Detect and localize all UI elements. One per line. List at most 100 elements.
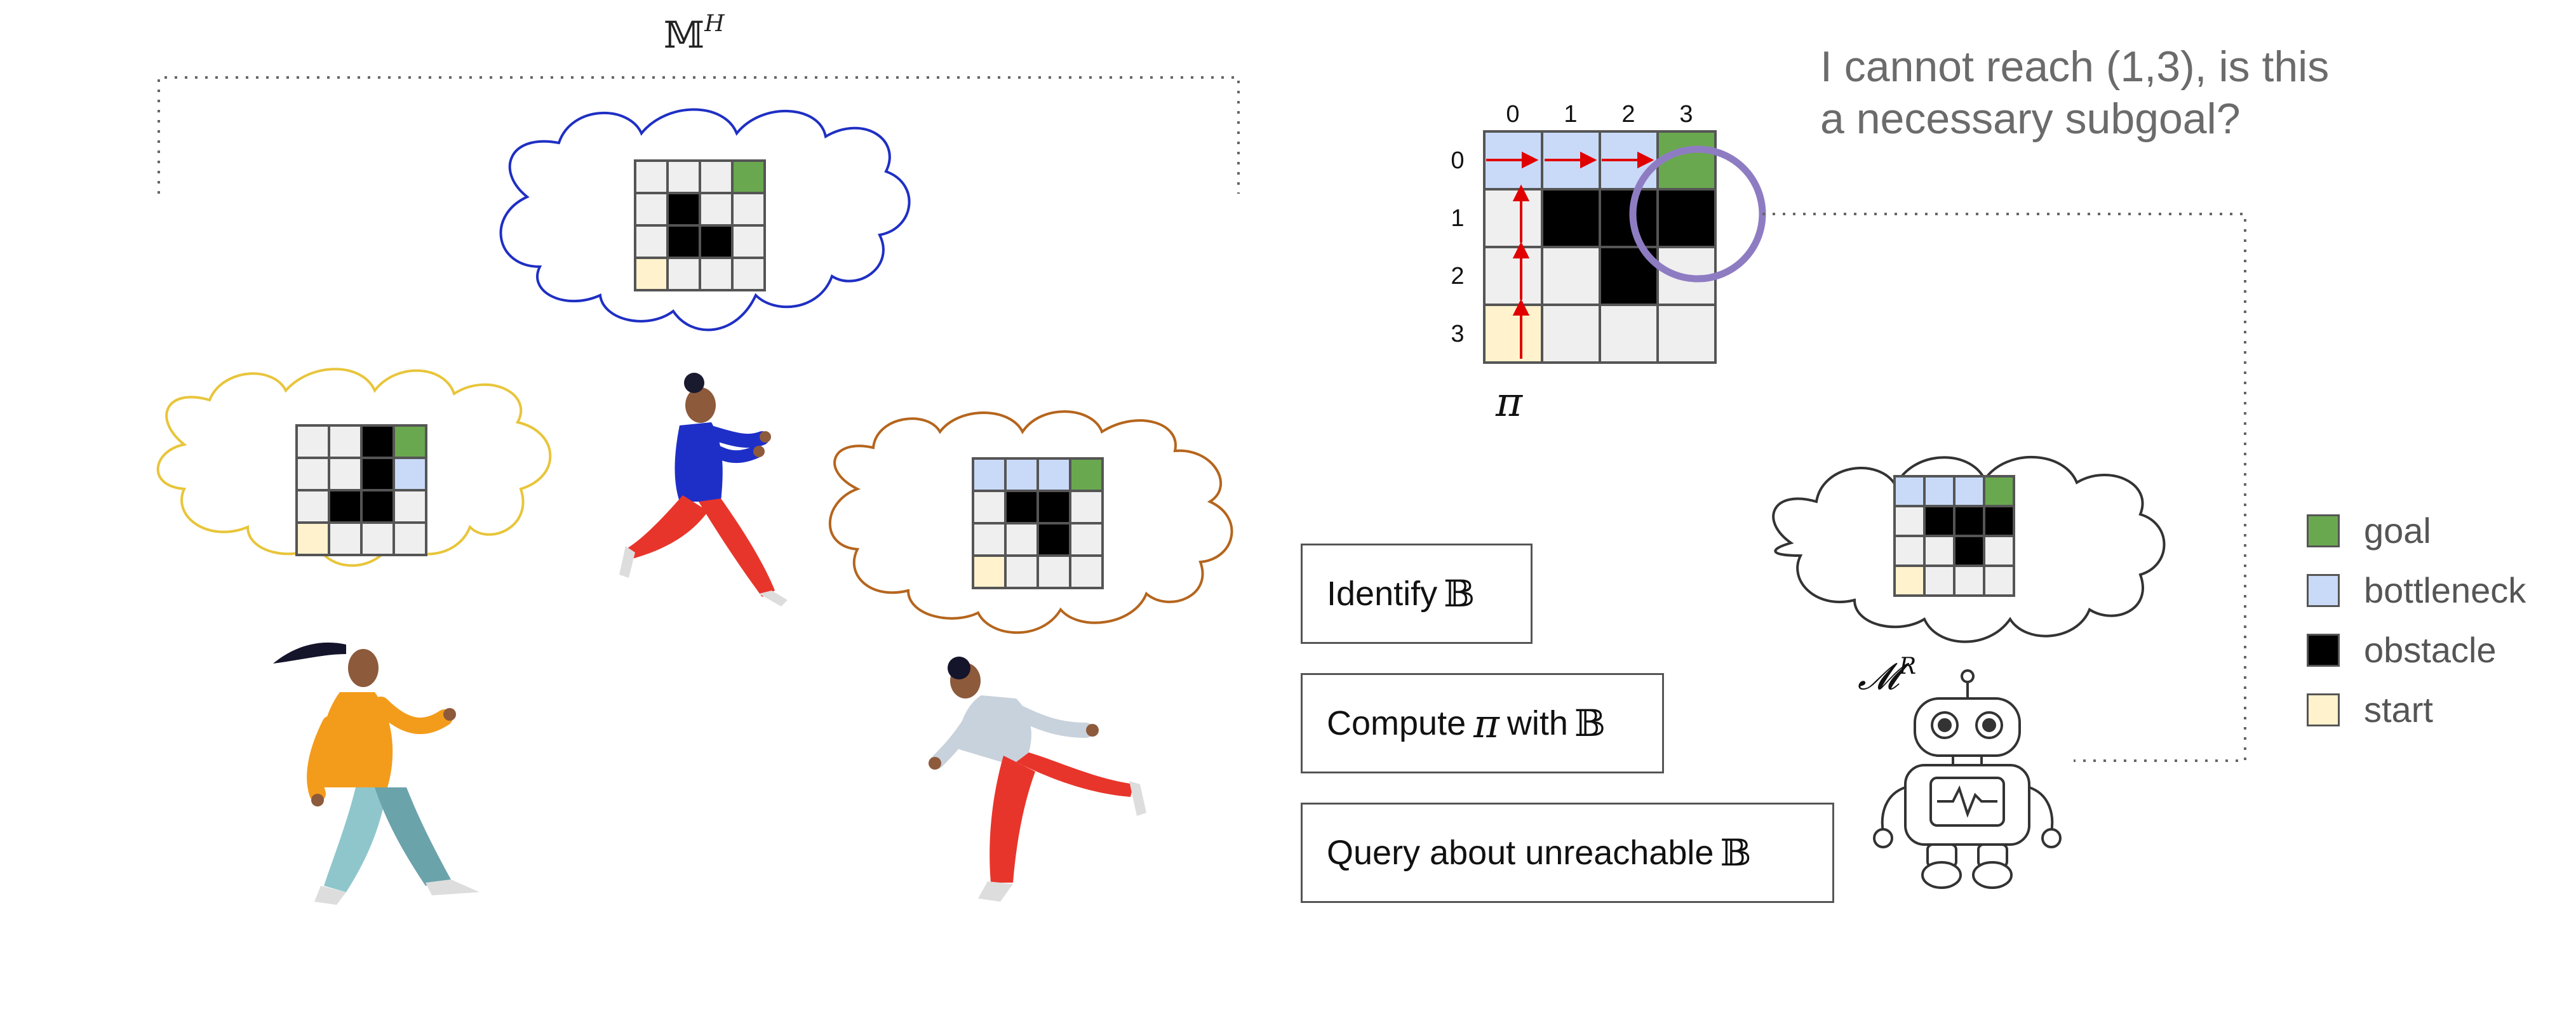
grid-cell	[634, 159, 669, 194]
grid-cell	[634, 192, 669, 227]
grid-cell	[1983, 475, 2015, 507]
person-leaning-icon	[929, 657, 1146, 902]
row-index-label: 1	[1451, 205, 1464, 232]
col-index-label: 1	[1564, 101, 1577, 128]
grid-cell	[295, 489, 330, 524]
grid-cell	[634, 257, 669, 291]
grid-cell	[666, 224, 701, 259]
grid-cell	[392, 521, 427, 556]
grid-cell	[1069, 490, 1104, 525]
bottleneck-symbol: 𝔹	[1720, 831, 1752, 874]
grid-cell	[360, 424, 395, 459]
col-index-label: 0	[1506, 101, 1519, 128]
grid-cell	[1983, 535, 2015, 567]
grid-cell	[1004, 490, 1039, 525]
robot-model-label: 𝓜R	[1858, 653, 1916, 698]
grid-cell	[1483, 304, 1543, 364]
legend-swatch-obstacle	[2307, 633, 2340, 667]
grid-cell	[1036, 554, 1071, 589]
grid-cell	[1923, 535, 1955, 567]
grid-cell	[699, 224, 734, 259]
grid-cell	[1004, 522, 1039, 557]
grid-cell	[1541, 304, 1601, 364]
legend-item-bottleneck: bottleneck	[2307, 570, 2526, 611]
grid-cell	[1036, 522, 1071, 557]
legend-swatch-start	[2307, 693, 2340, 726]
grid-human-top	[634, 159, 766, 291]
grid-cell	[392, 457, 427, 491]
col-index-label: 3	[1679, 101, 1693, 128]
grid-cell	[972, 554, 1007, 589]
grid-cell	[731, 257, 766, 291]
human-model-set-label: 𝕄H	[664, 11, 725, 57]
grid-cell	[1893, 505, 1926, 537]
grid-cell	[392, 489, 427, 524]
grid-cell	[360, 521, 395, 556]
grid-cell	[634, 224, 669, 259]
policy-symbol: π	[1495, 379, 1523, 426]
grid-human-left	[295, 424, 427, 556]
grid-cell	[1953, 565, 1985, 597]
grid-cell	[699, 192, 734, 227]
grid-cell	[295, 424, 330, 459]
grid-cell	[699, 159, 734, 194]
grid-cell	[1069, 522, 1104, 557]
person-walking-icon	[273, 642, 480, 905]
legend-label: bottleneck	[2364, 570, 2526, 610]
grid-cell	[731, 224, 766, 259]
grid-cell	[1953, 535, 1985, 567]
bottleneck-symbol: 𝔹	[1444, 572, 1475, 615]
grid-cell	[295, 457, 330, 491]
grid-cell	[1541, 188, 1601, 248]
legend-item-start: start	[2307, 689, 2433, 730]
policy-arrows	[1486, 151, 1654, 359]
grid-cell	[1483, 188, 1543, 248]
legend-swatch-bottleneck	[2307, 573, 2340, 607]
grid-cell	[295, 521, 330, 556]
grid-cell	[666, 159, 701, 194]
grid-cell	[328, 424, 363, 459]
grid-cell	[1004, 457, 1039, 492]
grid-robot	[1893, 475, 2015, 597]
grid-cell	[1069, 457, 1104, 492]
grid-cell	[1953, 475, 1985, 507]
grid-cell	[1923, 505, 1955, 537]
grid-cell	[1004, 554, 1039, 589]
grid-cell	[1983, 565, 2015, 597]
grid-cell	[1923, 475, 1955, 507]
robot-icon	[1873, 669, 2062, 889]
grid-cell	[1036, 457, 1071, 492]
grid-cell	[1893, 535, 1926, 567]
with-text: with	[1506, 704, 1568, 742]
grid-cell	[1599, 304, 1659, 364]
grid-cell	[1541, 246, 1601, 306]
row-index-label: 2	[1451, 263, 1464, 290]
grid-cell	[1983, 505, 2015, 537]
identify-text: Identify	[1327, 575, 1438, 613]
policy-inline-symbol: π	[1473, 700, 1499, 747]
grid-cell	[1656, 304, 1717, 364]
grid-cell	[328, 457, 363, 491]
grid-cell	[666, 257, 701, 291]
row-index-label: 3	[1451, 321, 1464, 347]
grid-cell	[666, 192, 701, 227]
grid-cell	[1893, 565, 1926, 597]
legend-label: start	[2364, 690, 2433, 730]
grid-cell	[1893, 475, 1926, 507]
grid-cell	[328, 489, 363, 524]
grid-cell	[1483, 246, 1543, 306]
col-index-label: 2	[1621, 101, 1635, 128]
grid-cell	[360, 489, 395, 524]
legend-label: obstacle	[2364, 630, 2497, 670]
grid-cell	[328, 521, 363, 556]
bottleneck-symbol: 𝔹	[1574, 702, 1606, 745]
grid-cell	[1069, 554, 1104, 589]
grid-cell	[699, 257, 734, 291]
grid-cell	[731, 192, 766, 227]
grid-cell	[972, 457, 1007, 492]
grid-cell	[1953, 505, 1985, 537]
legend-item-goal: goal	[2307, 510, 2431, 551]
